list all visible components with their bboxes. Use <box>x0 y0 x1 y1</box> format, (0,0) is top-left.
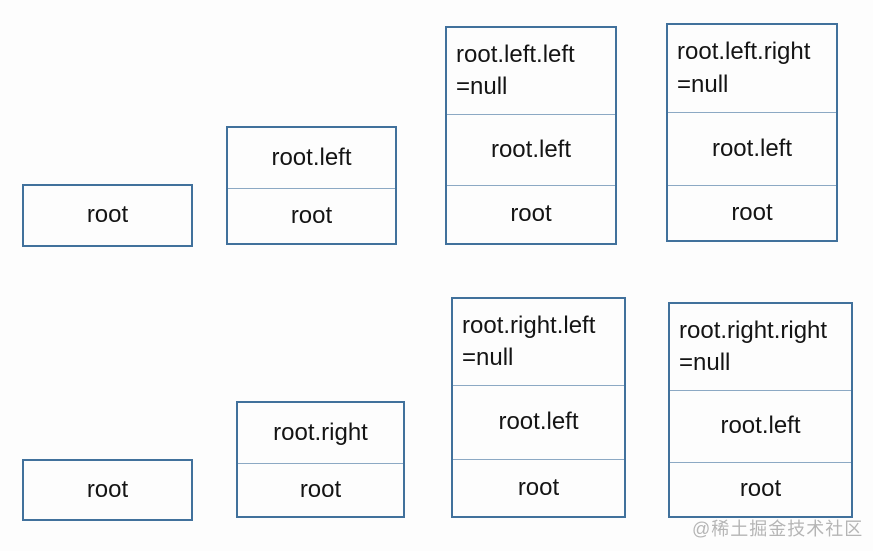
stack-frame: root <box>670 462 851 516</box>
juejin-watermark: @稀土掘金技术社区 <box>692 519 864 539</box>
callstack-top-root-left-right: root.left.right =null root.left root <box>666 23 838 242</box>
callstack-bottom-root-right-right: root.right.right =null root.left root <box>668 302 853 518</box>
stack-frame: root.left <box>453 385 624 459</box>
callstack-top-root: root <box>22 184 193 247</box>
callstack-top-root-left: root.left root <box>226 126 397 245</box>
stack-frame: root <box>668 185 836 240</box>
stack-frame: root.left.left =null <box>456 40 575 100</box>
stack-frame: root <box>86 201 129 229</box>
callstack-top-root-left-left: root.left.left =null root.left root <box>445 26 617 245</box>
stack-frame: root.right.left =null <box>462 311 596 371</box>
callstack-bottom-root-right-left: root.right.left =null root.left root <box>451 297 626 518</box>
stack-frame: root <box>447 185 615 243</box>
stack-frame: root <box>453 459 624 516</box>
stack-frame: root.left <box>447 114 615 185</box>
stack-frame: root.left.right =null <box>677 38 811 98</box>
stack-frame: root.left <box>668 112 836 185</box>
stack-frame: root.right.right =null <box>679 316 828 376</box>
stack-frame: root <box>238 463 403 516</box>
stack-frame: root.right <box>273 418 368 446</box>
stack-frame: root <box>86 475 129 503</box>
stack-frame: root.left <box>670 390 851 462</box>
callstack-bottom-root: root <box>22 459 193 521</box>
stack-frame: root <box>228 188 395 243</box>
callstack-bottom-root-right: root.right root <box>236 401 405 518</box>
stack-frame: root.left <box>271 143 352 171</box>
